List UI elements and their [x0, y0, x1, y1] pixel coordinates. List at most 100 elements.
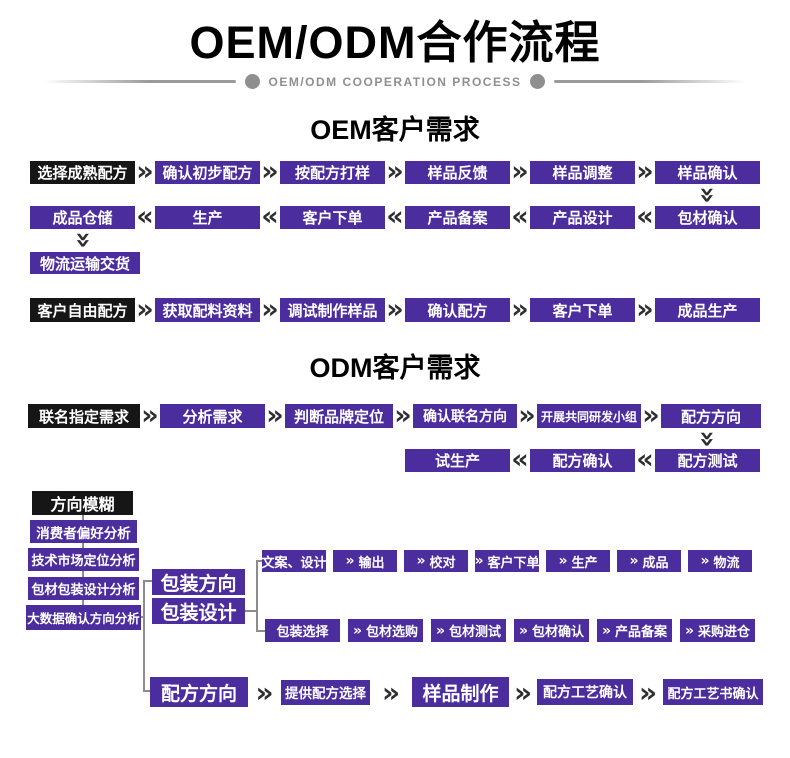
chevrons-right-icon: »: [636, 293, 654, 325]
flow-step: 包装方向: [152, 569, 245, 595]
step-label: 客户下单: [487, 554, 540, 570]
chevrons-right-icon: »: [381, 675, 401, 709]
flow-step: 文案、设计: [262, 550, 327, 572]
chevrons-down-icon: »: [68, 231, 100, 249]
connector-line: [256, 630, 265, 632]
flow-step-delivery: 物流运输交货: [30, 252, 140, 274]
connector-line: [143, 580, 152, 582]
chevrons-right-icon: »: [345, 553, 355, 569]
flow-step: 配方确认: [530, 449, 635, 472]
step-label: 物流: [713, 554, 740, 570]
flow-step: 消费者偏好分析: [30, 520, 137, 543]
flow-step: 联名指定需求: [28, 404, 140, 428]
flow-step: 确认配方: [405, 298, 510, 322]
chevrons-left-icon: «: [261, 201, 279, 233]
flow-step: »成品: [617, 550, 681, 572]
chevrons-left-icon: «: [386, 201, 404, 233]
oem-flow-row3: 客户自由配方 » 获取配料资料 » 调试制作样品 » 确认配方 » 客户下单 »…: [30, 293, 760, 325]
flow-step: 样品确认: [655, 161, 760, 184]
chevrons-right-icon: »: [629, 553, 639, 569]
chevrons-right-icon: »: [474, 553, 484, 569]
flow-step: »包材选购: [348, 619, 423, 642]
flow-step: 样品调整: [530, 161, 635, 184]
flow-step: 开展共同研发小组: [537, 404, 641, 428]
flow-step: »输出: [333, 550, 397, 572]
step-label: 包材测试: [449, 624, 502, 639]
chevrons-right-icon: »: [513, 675, 533, 709]
flow-step: 样品反馈: [405, 161, 510, 184]
flow-step: »包材测试: [431, 619, 506, 642]
chevrons-left-icon: «: [636, 444, 654, 476]
flow-step: »生产: [546, 550, 610, 572]
page-title: OEM/ODM合作流程: [189, 17, 601, 68]
chevrons-right-icon: »: [601, 622, 612, 639]
chevrons-right-icon: »: [394, 399, 412, 431]
chevrons-right-icon: »: [558, 553, 568, 569]
step-label: 成品: [642, 554, 669, 570]
step-label: 产品备案: [615, 624, 668, 639]
chevrons-right-icon: »: [684, 622, 695, 639]
chevrons-right-icon: »: [416, 553, 426, 569]
flow-step: 分析需求: [160, 404, 265, 428]
oem-flow-row2: 成品仓储 « 生产 « 客户下单 « 产品备案 « 产品设计 « 包材确认: [30, 201, 760, 233]
flow-step: 成品生产: [655, 298, 760, 322]
step-label: 采购进仓: [698, 624, 751, 639]
chevrons-right-icon: »: [136, 156, 154, 188]
flow-step: 获取配料资料: [155, 298, 260, 322]
connector-line: [245, 610, 257, 612]
odm-packaging-row2: 包装选择 »包材选购 »包材测试 »包材确认 »产品备案 »采购进仓: [265, 619, 755, 642]
step-label: 校对: [429, 554, 456, 570]
flow-step: 客户下单: [280, 206, 385, 229]
subtitle-ornament: OEM/ODM COOPERATION PROCESS: [0, 74, 790, 89]
flow-step: 配方工艺书确认: [663, 679, 763, 705]
flow-step: 包装选择: [265, 619, 340, 642]
flow-step: »校对: [404, 550, 468, 572]
flow-step: 包材确认: [655, 206, 760, 229]
chevrons-right-icon: »: [511, 156, 529, 188]
odm-packaging-row1: 文案、设计 »输出 »校对 »客户下单 »生产 »成品 »物流: [262, 550, 752, 572]
chevrons-right-icon: »: [642, 399, 660, 431]
step-label: 输出: [358, 554, 385, 570]
chevrons-right-icon: »: [636, 156, 654, 188]
flow-step: 配方方向: [661, 404, 761, 428]
flow-step: »采购进仓: [680, 619, 755, 642]
flow-step: 生产: [155, 206, 260, 229]
chevrons-right-icon: »: [518, 622, 529, 639]
flow-step: 产品备案: [405, 206, 510, 229]
flow-step: 包材包装设计分析: [28, 577, 139, 600]
chevrons-right-icon: »: [352, 622, 363, 639]
flow-step: 大数据确认方向分析: [26, 605, 141, 630]
connector-line: [256, 560, 258, 632]
chevrons-right-icon: »: [266, 399, 284, 431]
ornament-dot-left: [244, 74, 260, 89]
ornament-line-right: [554, 80, 747, 83]
flow-step: 判断品牌定位: [285, 404, 393, 428]
chevrons-right-icon: »: [255, 675, 274, 709]
flow-step: 产品设计: [530, 206, 635, 229]
flow-step: 成品仓储: [30, 206, 135, 229]
flow-step: »包材确认: [514, 619, 589, 642]
chevrons-right-icon: »: [518, 399, 536, 431]
connector-line: [143, 690, 152, 692]
flow-step: 样品制作: [412, 677, 509, 707]
flow-step: 客户自由配方: [30, 298, 135, 322]
chevrons-left-icon: «: [636, 201, 654, 233]
chevrons-right-icon: »: [435, 622, 446, 639]
flow-step: 配方测试: [655, 449, 760, 472]
chevrons-right-icon: »: [386, 156, 404, 188]
step-label: 包材选购: [366, 624, 419, 639]
oem-section-heading: OEM客户需求: [310, 115, 480, 145]
flow-step: 按配方打样: [280, 161, 385, 184]
chevrons-left-icon: «: [511, 201, 529, 233]
flow-step: 选择成熟配方: [30, 161, 135, 184]
flow-step: 客户下单: [530, 298, 635, 322]
flow-step: 配方方向: [150, 677, 248, 707]
ornament-line-left: [43, 80, 236, 83]
connector-line: [256, 560, 263, 562]
flow-step: 方向模糊: [32, 491, 133, 515]
flow-step: 包装设计: [152, 598, 245, 624]
flow-step: 配方工艺确认: [537, 679, 633, 705]
flow-step: 确认联名方向: [413, 404, 517, 428]
step-label: 包材确认: [532, 624, 585, 639]
